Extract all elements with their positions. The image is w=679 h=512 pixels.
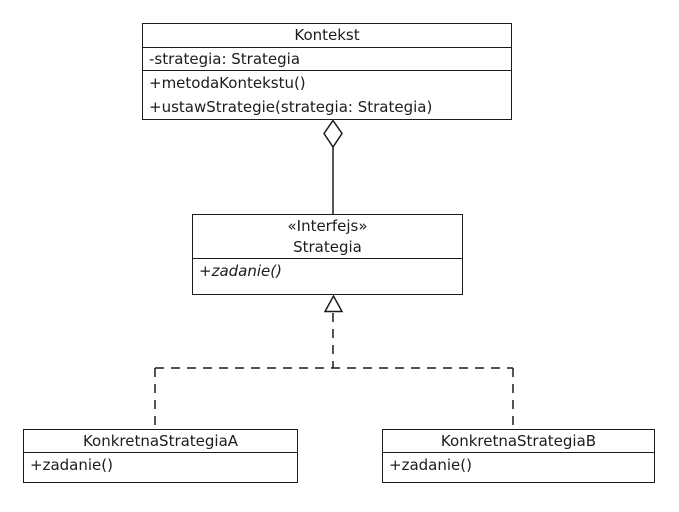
method-ustawstrategie: +ustawStrategie(strategia: Strategia)	[149, 98, 433, 116]
strategia-stereotype: «Interfejs»	[287, 217, 368, 235]
class-box-konkretna-strategia-a: KonkretnaStrategiaA +zadanie()	[23, 429, 298, 483]
hollow-triangle-icon	[323, 294, 344, 313]
method-zadanie-a: +zadanie()	[30, 456, 113, 474]
class-name-konkretna-strategia-a: KonkretnaStrategiaA	[82, 432, 239, 450]
kontekst-attributes: -strategia: Strategia	[143, 47, 511, 70]
hollow-diamond-icon	[323, 119, 343, 149]
strategia-header: «Interfejs» Strategia	[193, 215, 462, 258]
konkretna-b-methods: +zadanie()	[383, 452, 654, 482]
attribute-strategia: -strategia: Strategia	[149, 50, 301, 68]
kontekst-methods: +metodaKontekstu() +ustawStrategie(strat…	[143, 70, 511, 119]
method-zadanie-b: +zadanie()	[389, 456, 472, 474]
class-name-kontekst: Kontekst	[294, 26, 360, 44]
class-name-konkretna-strategia-b: KonkretnaStrategiaB	[440, 432, 597, 450]
class-name-strategia: Strategia	[293, 238, 362, 256]
class-box-strategia: «Interfejs» Strategia +zadanie()	[192, 214, 463, 295]
method-zadanie-abstract: +zadanie()	[199, 262, 282, 280]
method-metodakontekstu: +metodaKontekstu()	[149, 74, 306, 92]
konkretna-a-methods: +zadanie()	[24, 452, 297, 482]
class-box-konkretna-strategia-b: KonkretnaStrategiaB +zadanie()	[382, 429, 655, 483]
class-box-kontekst: Kontekst -strategia: Strategia +metodaKo…	[142, 23, 512, 120]
strategia-methods: +zadanie()	[193, 258, 462, 294]
